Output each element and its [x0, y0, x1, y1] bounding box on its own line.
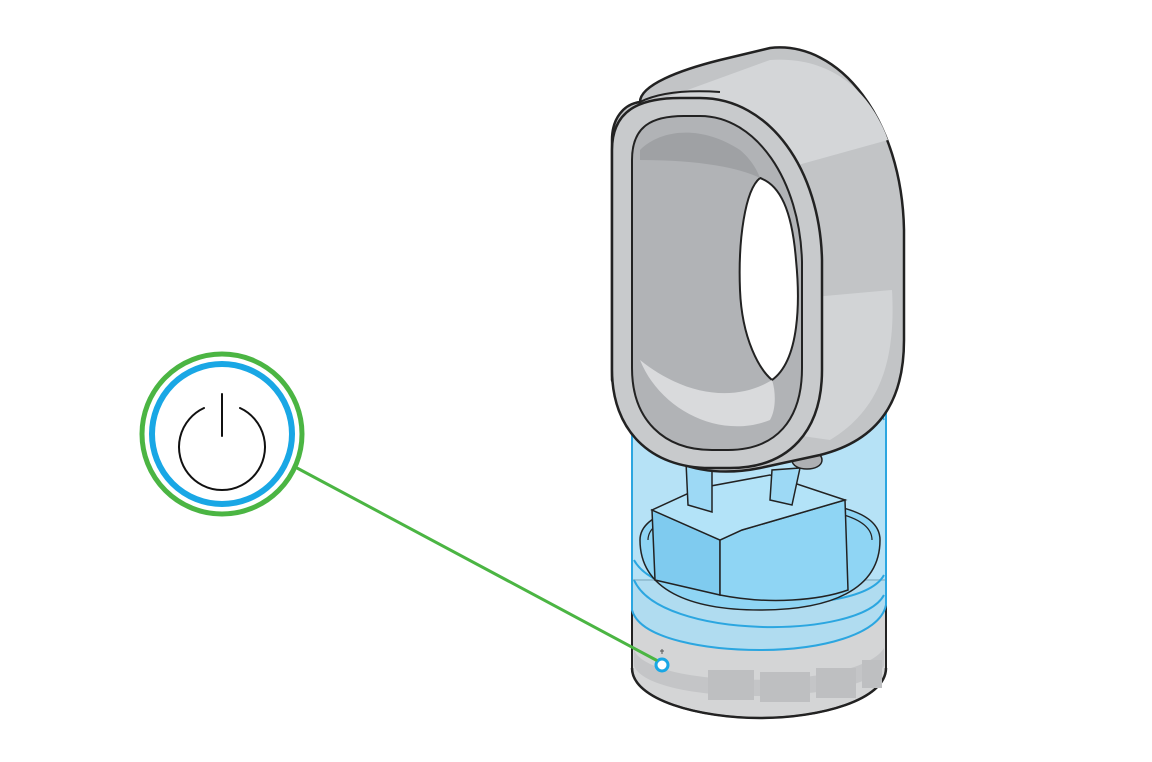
loop-amplifier: [610, 46, 906, 473]
power-button-indicator: [660, 649, 664, 654]
pump-front-face: [719, 499, 849, 602]
loop-back-edge: [639, 90, 721, 103]
base-bottom-rim: [630, 667, 888, 720]
tank-band-lower: [633, 579, 885, 629]
callout-leader-line: [295, 466, 658, 662]
loop-inner-shade-bottom: [640, 360, 775, 427]
power-button-ring[interactable]: [654, 657, 670, 673]
power-button[interactable]: [654, 649, 670, 673]
loop-inner-shade-top: [640, 132, 760, 178]
loop-top-highlight: [660, 59, 888, 171]
neck-right: [769, 467, 801, 506]
base-grille: [708, 660, 882, 702]
power-icon: [178, 393, 266, 491]
power-callout: [139, 351, 658, 662]
